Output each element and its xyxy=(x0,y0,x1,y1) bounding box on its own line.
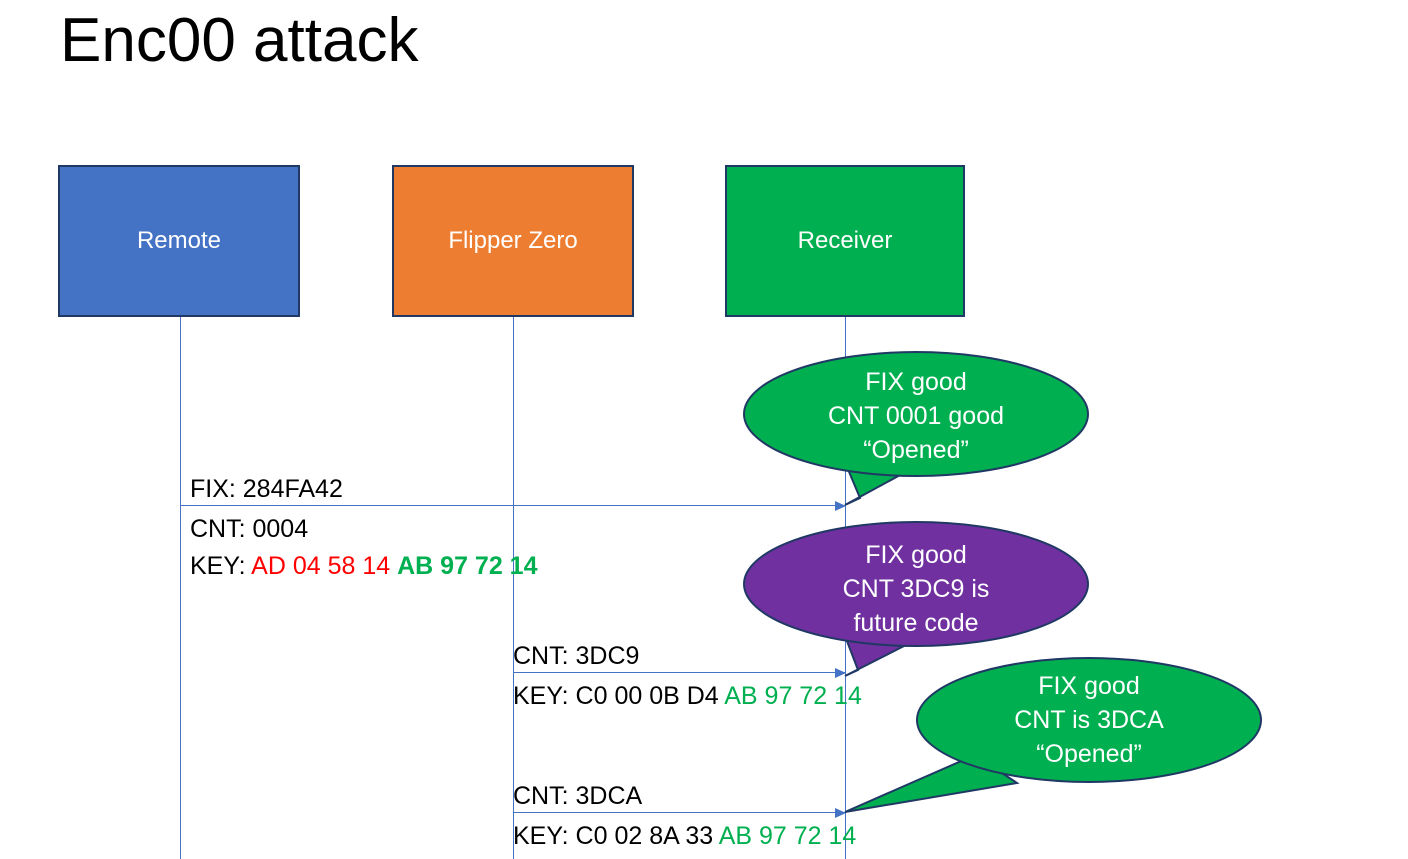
message-1-cnt: CNT: 0004 xyxy=(190,515,309,543)
message-2-key-label: KEY: C0 00 0B D4 xyxy=(513,682,725,710)
message-3-key-label: KEY: C0 02 8A 33 xyxy=(513,822,719,850)
message-1-key-red: AD 04 58 14 xyxy=(251,552,398,580)
speech-bubble-1: FIX good CNT 0001 good “Opened” xyxy=(742,350,1090,506)
message-2-cnt: CNT: 3DC9 xyxy=(513,642,640,670)
actor-label-flipper: Flipper Zero xyxy=(448,227,578,254)
speech-bubble-2-body xyxy=(743,521,1089,647)
speech-bubble-2: FIX good CNT 3DC9 is future code xyxy=(742,518,1090,677)
page-title: Enc00 attack xyxy=(60,6,419,75)
actor-box-remote[interactable]: Remote xyxy=(58,165,300,317)
message-3-key-green: AB 97 72 14 xyxy=(718,822,857,850)
actor-label-remote: Remote xyxy=(136,227,222,254)
message-arrow-3 xyxy=(513,807,846,818)
message-3-key: KEY: C0 02 8A 33 AB 97 72 14 xyxy=(513,818,856,854)
message-1-key-label: KEY: xyxy=(190,552,252,580)
actor-box-flipper[interactable]: Flipper Zero xyxy=(392,165,634,317)
message-arrow-2 xyxy=(513,667,846,678)
message-2-key-green: AB 97 72 14 xyxy=(724,682,862,710)
speech-bubble-3: FIX good CNT is 3DCA “Opened” xyxy=(844,655,1263,817)
speech-bubble-1-body xyxy=(743,351,1089,477)
actor-label-receiver: Receiver xyxy=(797,227,893,254)
message-1-key-green: AB 97 72 14 xyxy=(397,552,538,580)
speech-bubble-3-body xyxy=(916,657,1262,783)
message-1-fix: FIX: 284FA42 xyxy=(190,475,343,503)
message-arrow-1 xyxy=(180,500,846,511)
actor-box-receiver[interactable]: Receiver xyxy=(725,165,965,317)
lifeline-remote xyxy=(180,317,181,859)
lifeline-flipper xyxy=(513,317,514,859)
message-3-cnt: CNT: 3DCA xyxy=(513,782,643,810)
message-1-key: KEY: AD 04 58 14 AB 97 72 14 xyxy=(190,548,537,584)
message-2-key: KEY: C0 00 0B D4 AB 97 72 14 xyxy=(513,678,862,714)
